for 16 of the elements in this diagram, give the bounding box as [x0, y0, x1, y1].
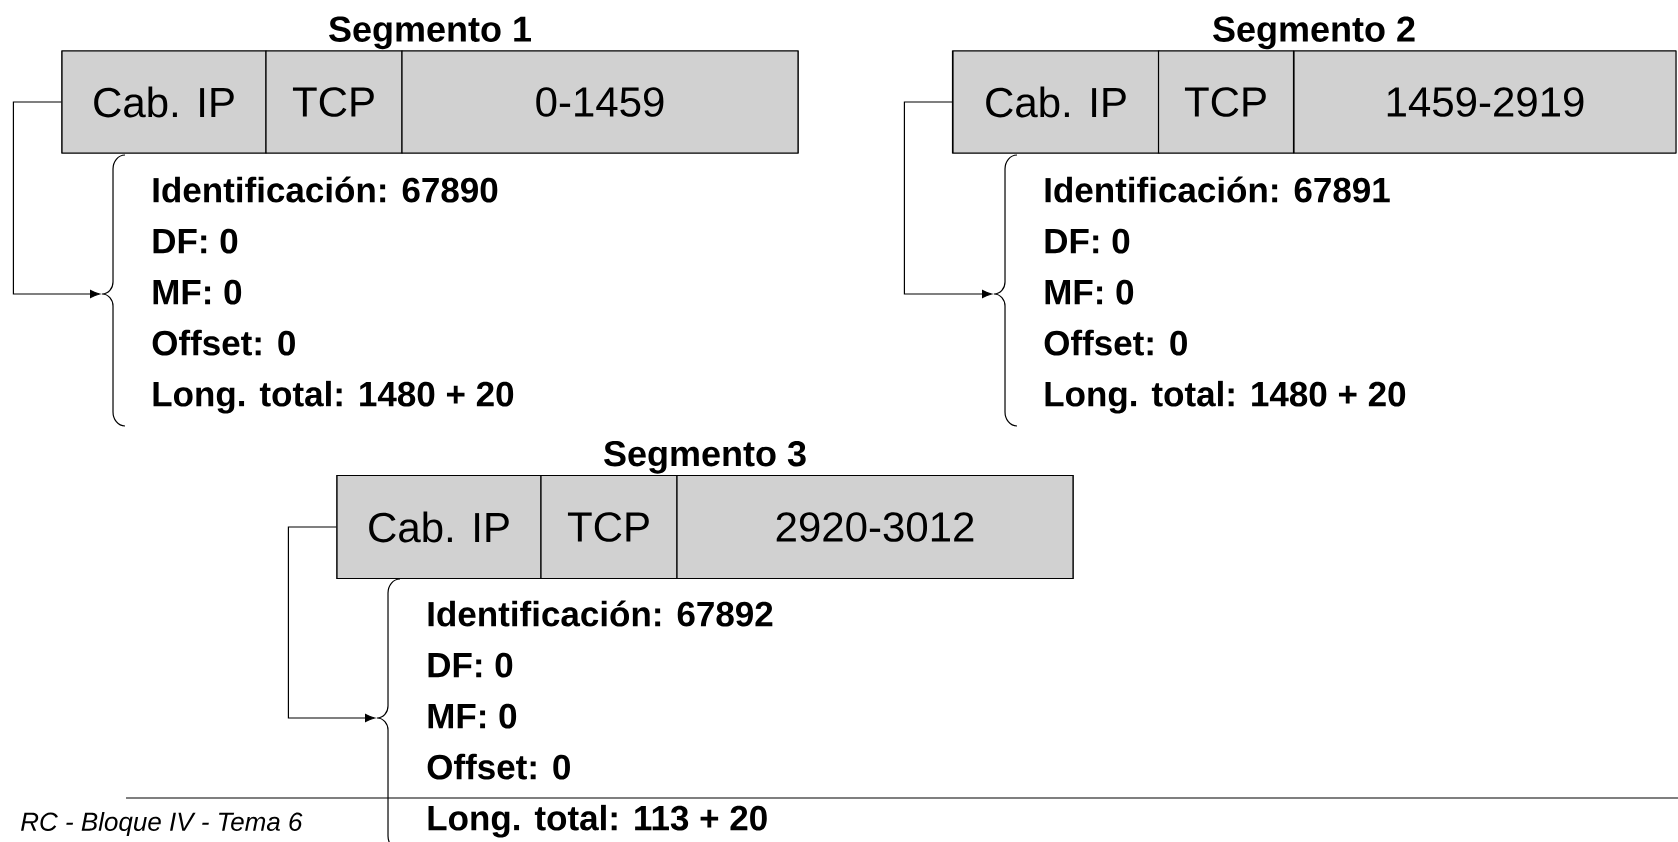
node-label: Segmento 3 [604, 440, 806, 474]
header-cell: Cab. IP [952, 50, 1160, 154]
footer-text: RC - Bloque IV - Tema 6 [21, 811, 303, 837]
arrow [903, 101, 993, 299]
node-label: Segmento 2 [1213, 16, 1415, 50]
header-cell: TCP [265, 50, 403, 154]
arrow [287, 526, 376, 723]
node-label: Segmento 1 [329, 16, 531, 50]
header-cell: Cab. IP [61, 50, 267, 154]
field-list: Identificación: 67891 DF: 0 MF: 0 Offset: 0 Long. total: 1480 + 20 [1044, 176, 1406, 414]
header-cell: TCP [540, 474, 678, 580]
header-cell: TCP [1157, 50, 1295, 154]
arrow [12, 101, 101, 299]
field-list: Identificación: 67892 DF: 0 MF: 0 Offset: 0 Long. total: 113 + 20 [427, 600, 773, 838]
field-list: Identificación: 67890 DF: 0 MF: 0 Offset: 0 Long. total: 1480 + 20 [152, 176, 514, 414]
header-cell: Cab. IP [336, 474, 542, 580]
